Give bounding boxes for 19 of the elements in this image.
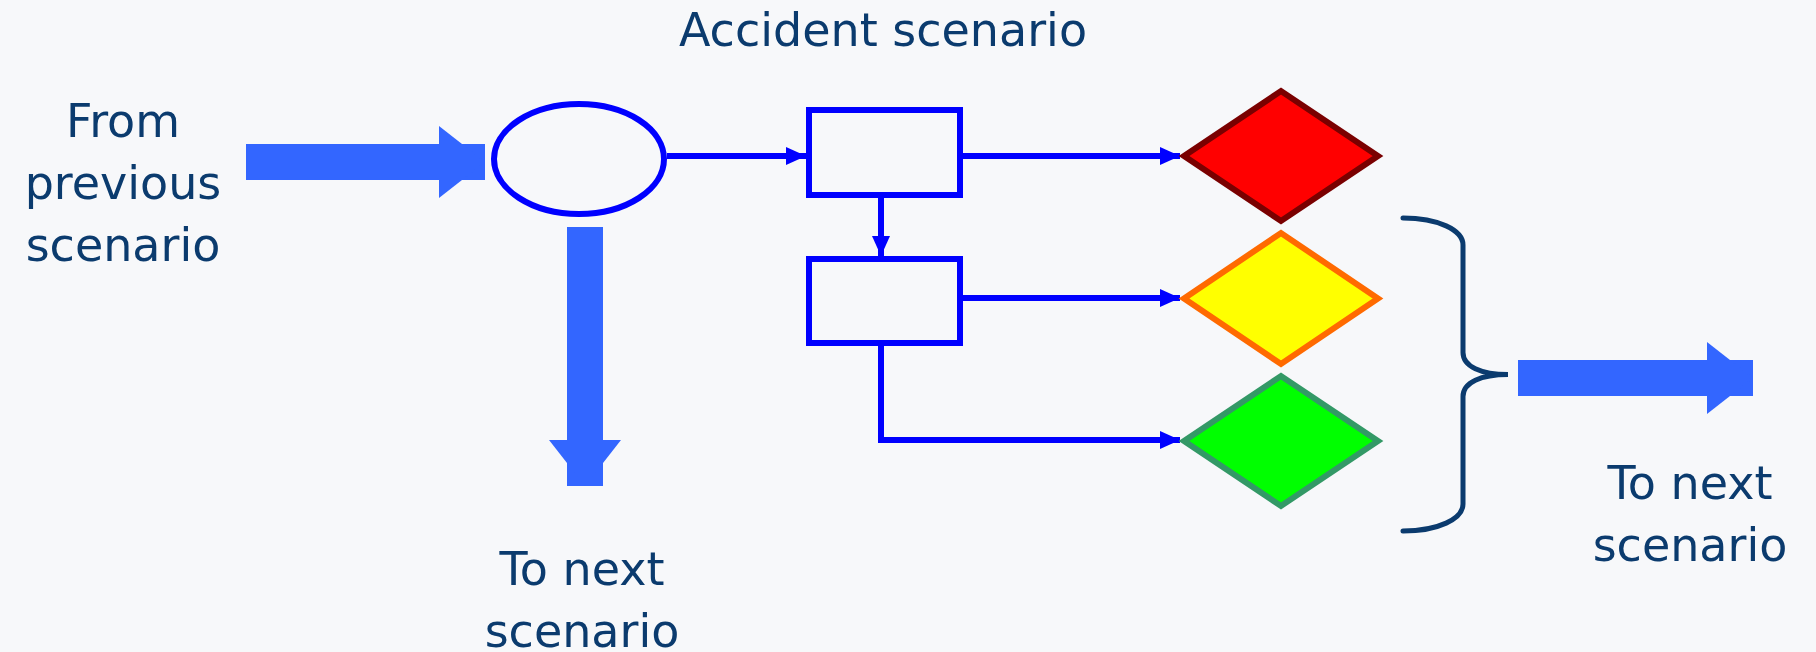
block-arrow	[1518, 342, 1753, 414]
edge-label: To next scenario	[1591, 455, 1789, 574]
outcome-diamond	[1180, 87, 1382, 225]
arrow	[963, 289, 1180, 307]
outcome-diamond	[1180, 229, 1382, 368]
diagram-title: Accident scenario	[677, 2, 1089, 58]
process-box	[806, 256, 963, 346]
arrow	[878, 346, 1180, 449]
curly-brace	[1403, 215, 1510, 534]
scenario-label: From previous scenario	[23, 93, 223, 274]
arrow	[667, 147, 806, 165]
edge-label: To next scenario	[483, 541, 681, 652]
arrow	[872, 198, 890, 256]
block-arrow	[549, 227, 621, 486]
process-box	[806, 107, 963, 198]
ellipse-node	[491, 101, 667, 217]
block-arrow	[246, 126, 485, 198]
arrow	[963, 147, 1180, 165]
outcome-diamond	[1180, 372, 1382, 510]
